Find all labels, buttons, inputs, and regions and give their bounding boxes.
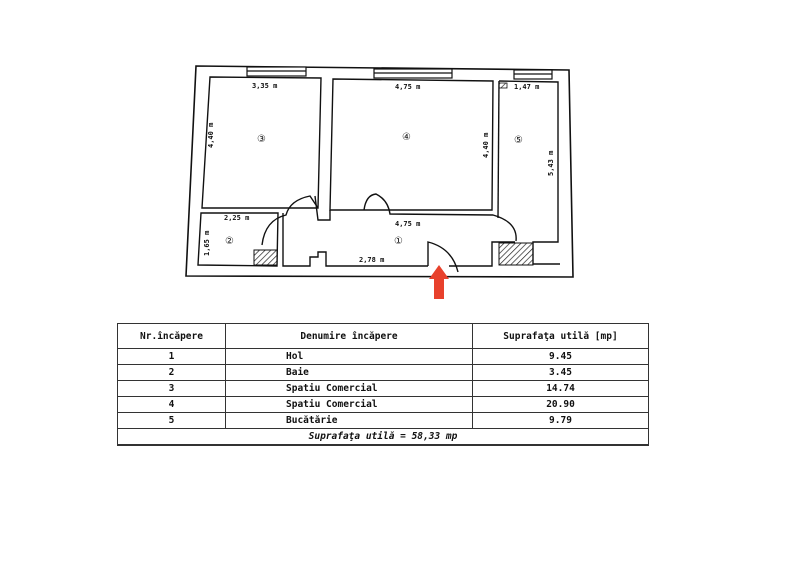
cell-room-name: Spatiu Comercial <box>225 396 473 413</box>
room-label-1: ① <box>394 236 403 247</box>
table-row: 4 Spatiu Comercial 20.90 <box>117 396 649 413</box>
room-area-table: Nr.încăpere Denumire încăpere Suprafaţa … <box>117 323 649 446</box>
dim-room1-width: 4,75 m <box>395 220 420 228</box>
entrance-arrow-icon <box>429 265 449 299</box>
room-1-hall <box>261 193 517 273</box>
windows <box>246 66 553 80</box>
cell-area: 9.45 <box>472 348 649 365</box>
dim-room5-width: 1,47 m <box>514 83 539 91</box>
dim-room1-length: 2,78 m <box>359 256 384 264</box>
dim-room3-height: 4,40 m <box>207 123 215 148</box>
cell-room-name: Bucătărie <box>225 412 473 429</box>
room-label-3: ③ <box>257 134 266 145</box>
table-row: 3 Spatiu Comercial 14.74 <box>117 380 649 397</box>
shaft-hatch <box>498 82 508 89</box>
cell-room-name: Hol <box>225 348 473 365</box>
table-row: 2 Baie 3.45 <box>117 364 649 381</box>
col-header-room-number: Nr.încăpere <box>117 323 226 349</box>
table-row: 1 Hol 9.45 <box>117 348 649 365</box>
cell-area: 20.90 <box>472 396 649 413</box>
cell-room-number: 2 <box>117 364 226 381</box>
shaft-hatch <box>253 249 278 266</box>
cell-area: 3.45 <box>472 364 649 381</box>
cell-room-number: 3 <box>117 380 226 397</box>
cell-area: 9.79 <box>472 412 649 429</box>
room-label-2: ② <box>225 236 234 247</box>
room-2 <box>197 212 279 267</box>
dim-room2-width: 2,25 m <box>224 214 249 222</box>
cell-room-number: 4 <box>117 396 226 413</box>
dim-room3-width: 3,35 m <box>252 82 277 90</box>
dim-room4-height: 4,40 m <box>482 133 490 158</box>
room-4 <box>329 78 494 211</box>
cell-room-number: 1 <box>117 348 226 365</box>
cell-room-name: Spatiu Comercial <box>225 380 473 397</box>
floor-plan-drawing: 3,35 m 4,40 m 4,75 m 4,40 m 1,47 m 5,43 … <box>185 65 574 299</box>
dim-room4-width: 4,75 m <box>395 83 420 91</box>
room-5 <box>497 80 560 265</box>
cell-room-number: 5 <box>117 412 226 429</box>
col-header-area: Suprafaţa utilă [mp] <box>472 323 649 349</box>
cell-area: 14.74 <box>472 380 649 397</box>
room-label-5: ⑤ <box>514 135 523 146</box>
table-total-row: Suprafaţa utilă = 58,33 mp <box>117 428 649 446</box>
table-row: 5 Bucătărie 9.79 <box>117 412 649 429</box>
dim-room2-height: 1,65 m <box>203 231 211 256</box>
total-area: Suprafaţa utilă = 58,33 mp <box>117 428 649 446</box>
cell-room-name: Baie <box>225 364 473 381</box>
room-label-4: ④ <box>402 132 411 143</box>
table-header-row: Nr.încăpere Denumire încăpere Suprafaţa … <box>117 323 649 349</box>
shaft-hatch <box>498 242 534 266</box>
col-header-room-name: Denumire încăpere <box>225 323 473 349</box>
dim-room5-height: 5,43 m <box>547 151 555 176</box>
